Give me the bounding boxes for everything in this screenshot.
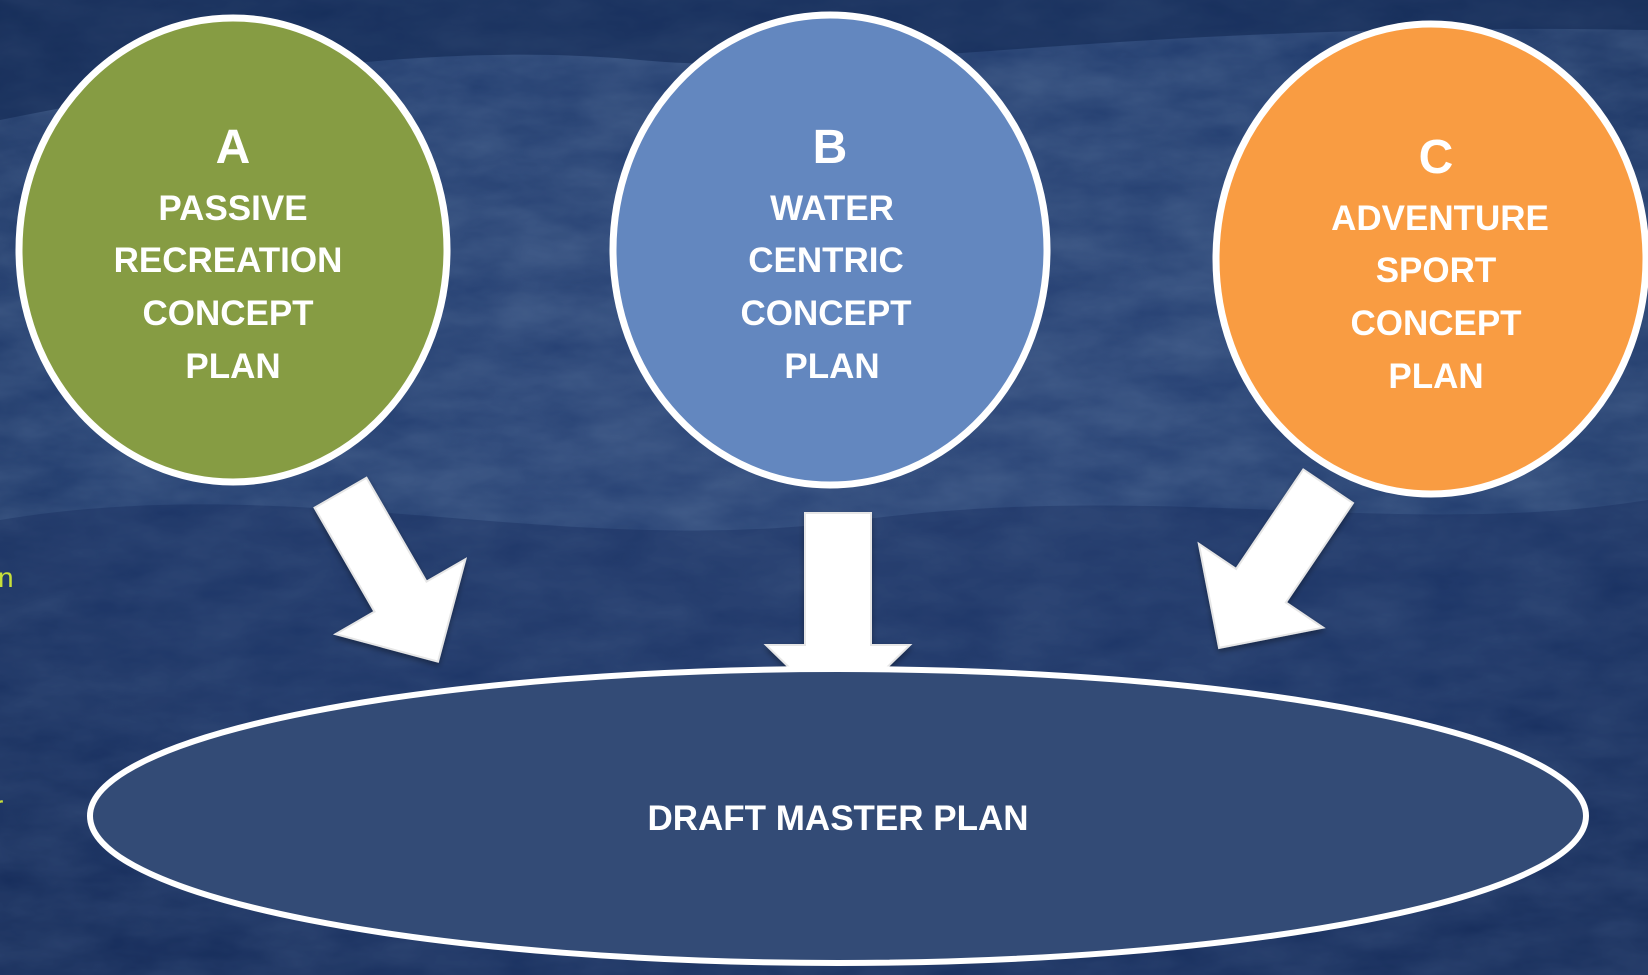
left-edge-fragment: n <box>0 562 14 593</box>
plan-a-node: A PASSIVE RECREATION CONCEPT PLAN <box>15 14 451 486</box>
plan-c-label-line: SPORT <box>1376 251 1497 290</box>
plan-c-label-line: ADVENTURE <box>1331 199 1549 238</box>
arrow-from-a <box>313 476 468 663</box>
draft-master-plan-node: DRAFT MASTER PLAN <box>87 666 1589 966</box>
plan-c-letter: C <box>1419 131 1454 184</box>
arrow-from-c <box>1197 468 1355 650</box>
plan-c-label-line: PLAN <box>1388 357 1483 396</box>
left-edge-fragment: r <box>0 790 3 821</box>
plan-c-label-line: CONCEPT <box>1350 304 1521 343</box>
plan-a-label-line: PLAN <box>185 347 280 386</box>
plan-c-node: C ADVENTURE SPORT CONCEPT PLAN <box>1212 20 1648 498</box>
plan-a-letter: A <box>216 121 251 174</box>
plan-a-label-line: CONCEPT <box>142 294 313 333</box>
plan-a-label-line: PASSIVE <box>158 189 307 228</box>
plan-b-label-line: WATER <box>770 189 894 228</box>
draft-master-plan-label: DRAFT MASTER PLAN <box>647 799 1028 838</box>
plan-b-node: B WATER CENTRIC CONCEPT PLAN <box>609 11 1051 489</box>
plan-a-circle <box>15 14 451 486</box>
draft-master-plan-ellipse <box>87 666 1589 966</box>
plan-a-label-line: RECREATION <box>114 241 343 280</box>
plan-b-letter: B <box>813 121 848 174</box>
plan-b-circle <box>609 11 1051 489</box>
plan-c-circle <box>1212 20 1648 498</box>
plan-b-label-line: CONCEPT <box>740 294 911 333</box>
plan-b-label-line: CENTRIC <box>748 241 904 280</box>
plan-b-label-line: PLAN <box>784 347 879 386</box>
